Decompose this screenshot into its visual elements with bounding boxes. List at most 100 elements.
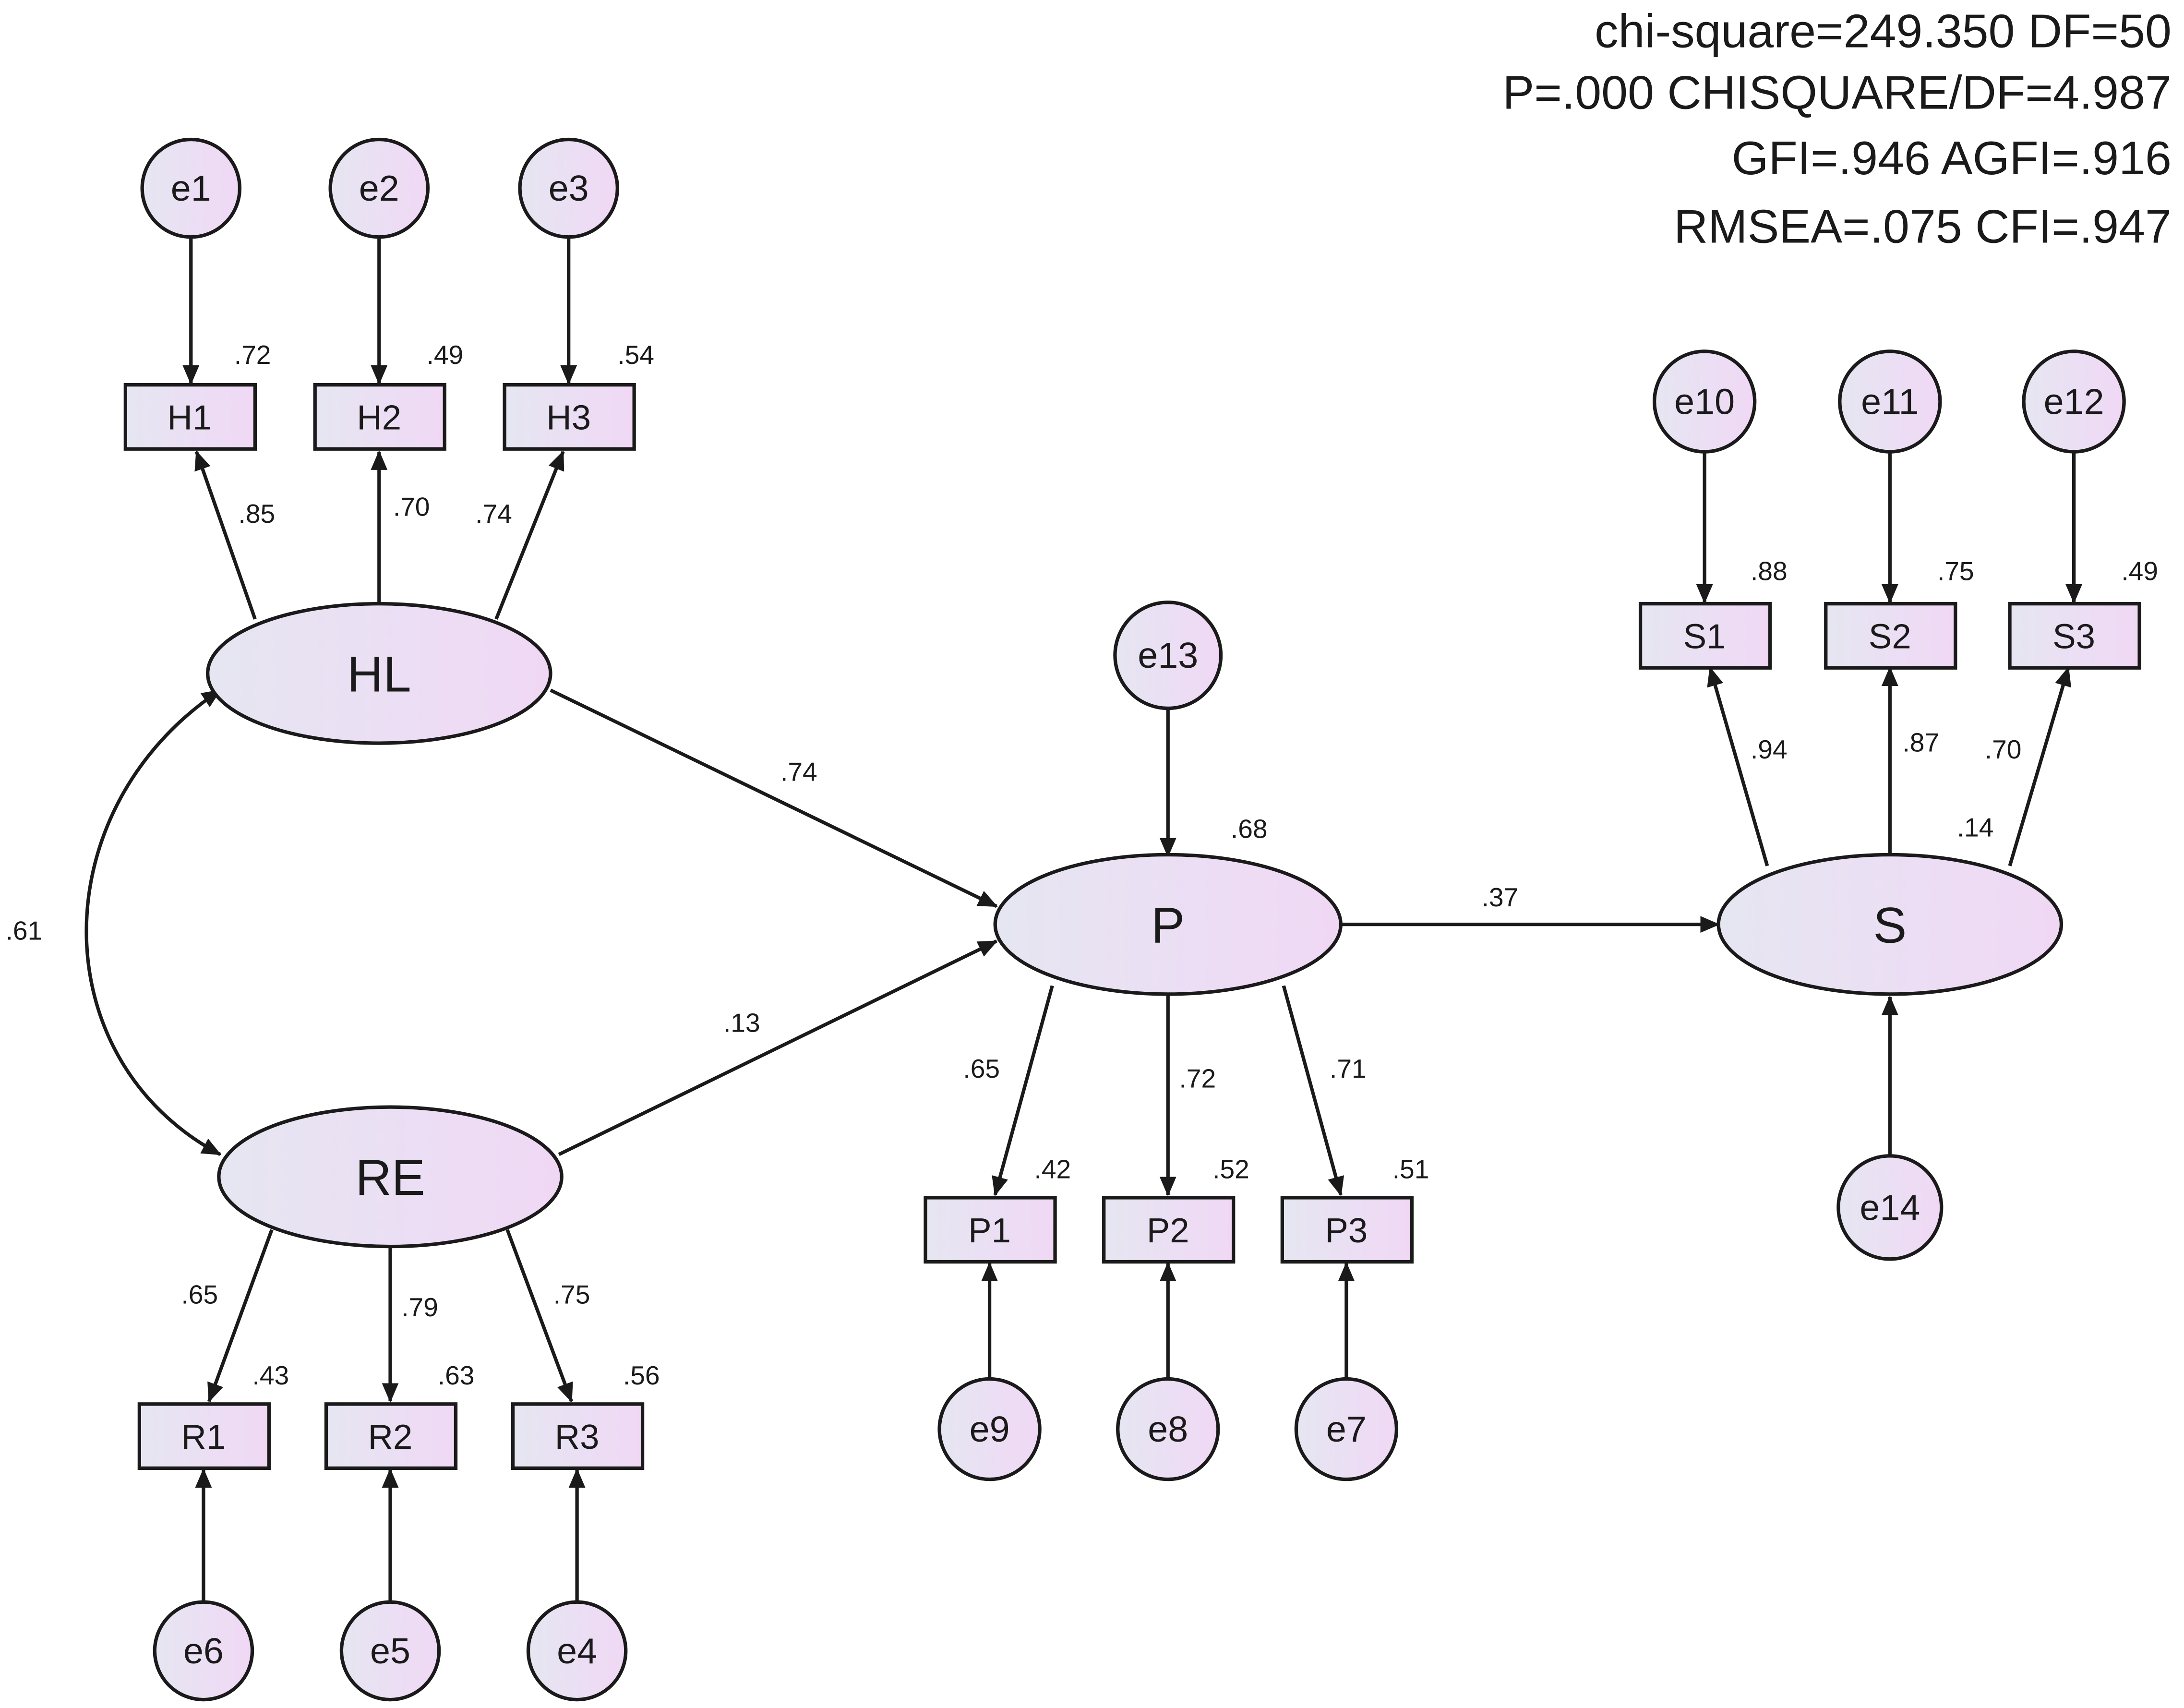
coef-re-p: .13: [723, 1008, 760, 1037]
error-node-e9[interactable]: e9: [937, 1377, 1042, 1481]
error-node-e8[interactable]: e8: [1116, 1377, 1220, 1481]
node-label-r3: R3: [555, 1418, 600, 1456]
node-label-e10: e10: [1674, 382, 1735, 422]
error-node-e13[interactable]: e13: [1113, 601, 1223, 710]
coef-r2-h2: .49: [427, 340, 464, 370]
node-label-h2: H2: [357, 398, 401, 437]
node-label-e8: e8: [1148, 1409, 1188, 1449]
coef-hl-h1: .85: [239, 499, 276, 529]
indicator-p2[interactable]: P2: [1102, 1196, 1236, 1264]
error-node-e10[interactable]: e10: [1652, 349, 1757, 454]
path-re-r3: [505, 1229, 573, 1403]
error-node-e14[interactable]: e14: [1836, 1154, 1944, 1261]
node-label-hl: HL: [347, 647, 411, 703]
coef-r2-r3: .56: [623, 1360, 660, 1390]
coef-s-s1: .94: [1751, 734, 1788, 764]
node-label-s2: S2: [1869, 617, 1911, 656]
error-node-e2[interactable]: e2: [328, 137, 430, 239]
node-label-e13: e13: [1138, 635, 1198, 675]
path-re-p: [558, 939, 998, 1156]
path-hl-re-covariance: [84, 688, 222, 1156]
coef-r2-r1: .43: [252, 1360, 289, 1390]
fit-line-chi-square: chi-square=249.350 DF=50: [1595, 5, 2172, 58]
node-label-re: RE: [355, 1150, 425, 1206]
coef-p-p3: .71: [1330, 1054, 1367, 1083]
node-label-s1: S1: [1683, 617, 1726, 656]
coef-p-s: .37: [1482, 882, 1519, 912]
coef-r2-s: .14: [1957, 813, 1994, 842]
error-node-e1[interactable]: e1: [140, 137, 242, 239]
indicator-h1[interactable]: H1: [123, 383, 257, 451]
indicator-s3[interactable]: S3: [2008, 602, 2141, 670]
node-label-e11: e11: [1861, 382, 1919, 422]
path-s-s1: [1707, 666, 1769, 866]
paths: [84, 237, 2083, 1602]
coef-r2-h3: .54: [617, 340, 654, 370]
coef-s-s2: .87: [1902, 728, 1939, 758]
error-node-e12[interactable]: e12: [2022, 349, 2126, 454]
node-label-s: S: [1873, 897, 1907, 953]
indicator-r2[interactable]: R2: [324, 1402, 458, 1470]
error-node-e5[interactable]: e5: [339, 1600, 441, 1702]
coef-r2-s3: .49: [2121, 556, 2158, 586]
node-label-e3: e3: [549, 168, 589, 208]
coef-hl-p: .74: [780, 757, 817, 787]
coefficients: .72 .49 .54 .85 .70 .74 .61 .74 .13 .68 …: [6, 340, 2158, 1390]
error-node-e3[interactable]: e3: [518, 137, 619, 239]
indicator-s1[interactable]: S1: [1638, 602, 1772, 670]
indicator-p1[interactable]: P1: [924, 1196, 1057, 1264]
indicator-r3[interactable]: R3: [511, 1402, 645, 1470]
node-label-e12: e12: [2044, 382, 2104, 422]
indicator-h2[interactable]: H2: [313, 383, 446, 451]
node-label-e14: e14: [1860, 1187, 1920, 1227]
error-node-e4[interactable]: e4: [526, 1600, 628, 1702]
coef-s-s3: .70: [1985, 734, 2022, 764]
node-label-r2: R2: [368, 1418, 413, 1456]
error-node-e6[interactable]: e6: [153, 1600, 254, 1702]
coef-r2-s1: .88: [1751, 556, 1788, 586]
coef-r2-h1: .72: [234, 340, 271, 370]
coef-r2-p2: .52: [1212, 1154, 1249, 1184]
node-label-p1: P1: [968, 1211, 1011, 1250]
indicator-h3[interactable]: H3: [503, 383, 636, 451]
error-node-e7[interactable]: e7: [1294, 1377, 1399, 1481]
node-label-e1: e1: [171, 168, 211, 208]
fit-line-p-value: P=.000 CHISQUARE/DF=4.987: [1502, 66, 2171, 119]
fit-line-rmsea: RMSEA=.075 CFI=.947: [1674, 200, 2172, 253]
node-label-h3: H3: [546, 398, 591, 437]
latent-node-p[interactable]: P: [993, 853, 1343, 996]
fit-statistics: chi-square=249.350 DF=50 P=.000 CHISQUAR…: [1502, 5, 2171, 253]
coef-hl-h2: .70: [393, 492, 430, 522]
nodes: e1 e2 e3 H1 H2 H3 HL: [123, 137, 2141, 1702]
path-p-p3: [1282, 985, 1344, 1196]
coef-hl-re-covariance: .61: [6, 916, 43, 946]
fit-line-gfi: GFI=.946 AGFI=.916: [1732, 132, 2172, 184]
coef-p-p2: .72: [1179, 1063, 1216, 1093]
node-label-e4: e4: [557, 1631, 597, 1671]
coef-r2-p3: .51: [1392, 1154, 1429, 1184]
coef-r2-p1: .42: [1034, 1154, 1071, 1184]
coef-re-r3: .75: [553, 1280, 590, 1310]
path-p-p1: [992, 985, 1054, 1196]
path-hl-h1: [194, 450, 257, 620]
path-re-r1: [207, 1229, 274, 1403]
node-label-s3: S3: [2052, 617, 2095, 656]
coef-re-r1: .65: [181, 1280, 218, 1310]
path-hl-h3: [494, 450, 565, 620]
path-hl-p: [550, 688, 998, 908]
node-label-e5: e5: [370, 1631, 410, 1671]
coef-re-r2: .79: [401, 1292, 438, 1322]
node-label-p3: P3: [1325, 1211, 1368, 1250]
indicator-s2[interactable]: S2: [1824, 602, 1957, 670]
coef-r2-s2: .75: [1937, 556, 1974, 586]
node-label-e9: e9: [970, 1409, 1010, 1449]
latent-node-s[interactable]: S: [1716, 853, 2064, 996]
latent-node-re[interactable]: RE: [217, 1105, 564, 1249]
indicator-p3[interactable]: P3: [1280, 1196, 1414, 1264]
latent-node-hl[interactable]: HL: [206, 602, 552, 745]
node-label-e6: e6: [183, 1631, 224, 1671]
error-node-e11[interactable]: e11: [1838, 349, 1942, 454]
indicator-r1[interactable]: R1: [137, 1402, 271, 1470]
node-label-h1: H1: [167, 398, 212, 437]
